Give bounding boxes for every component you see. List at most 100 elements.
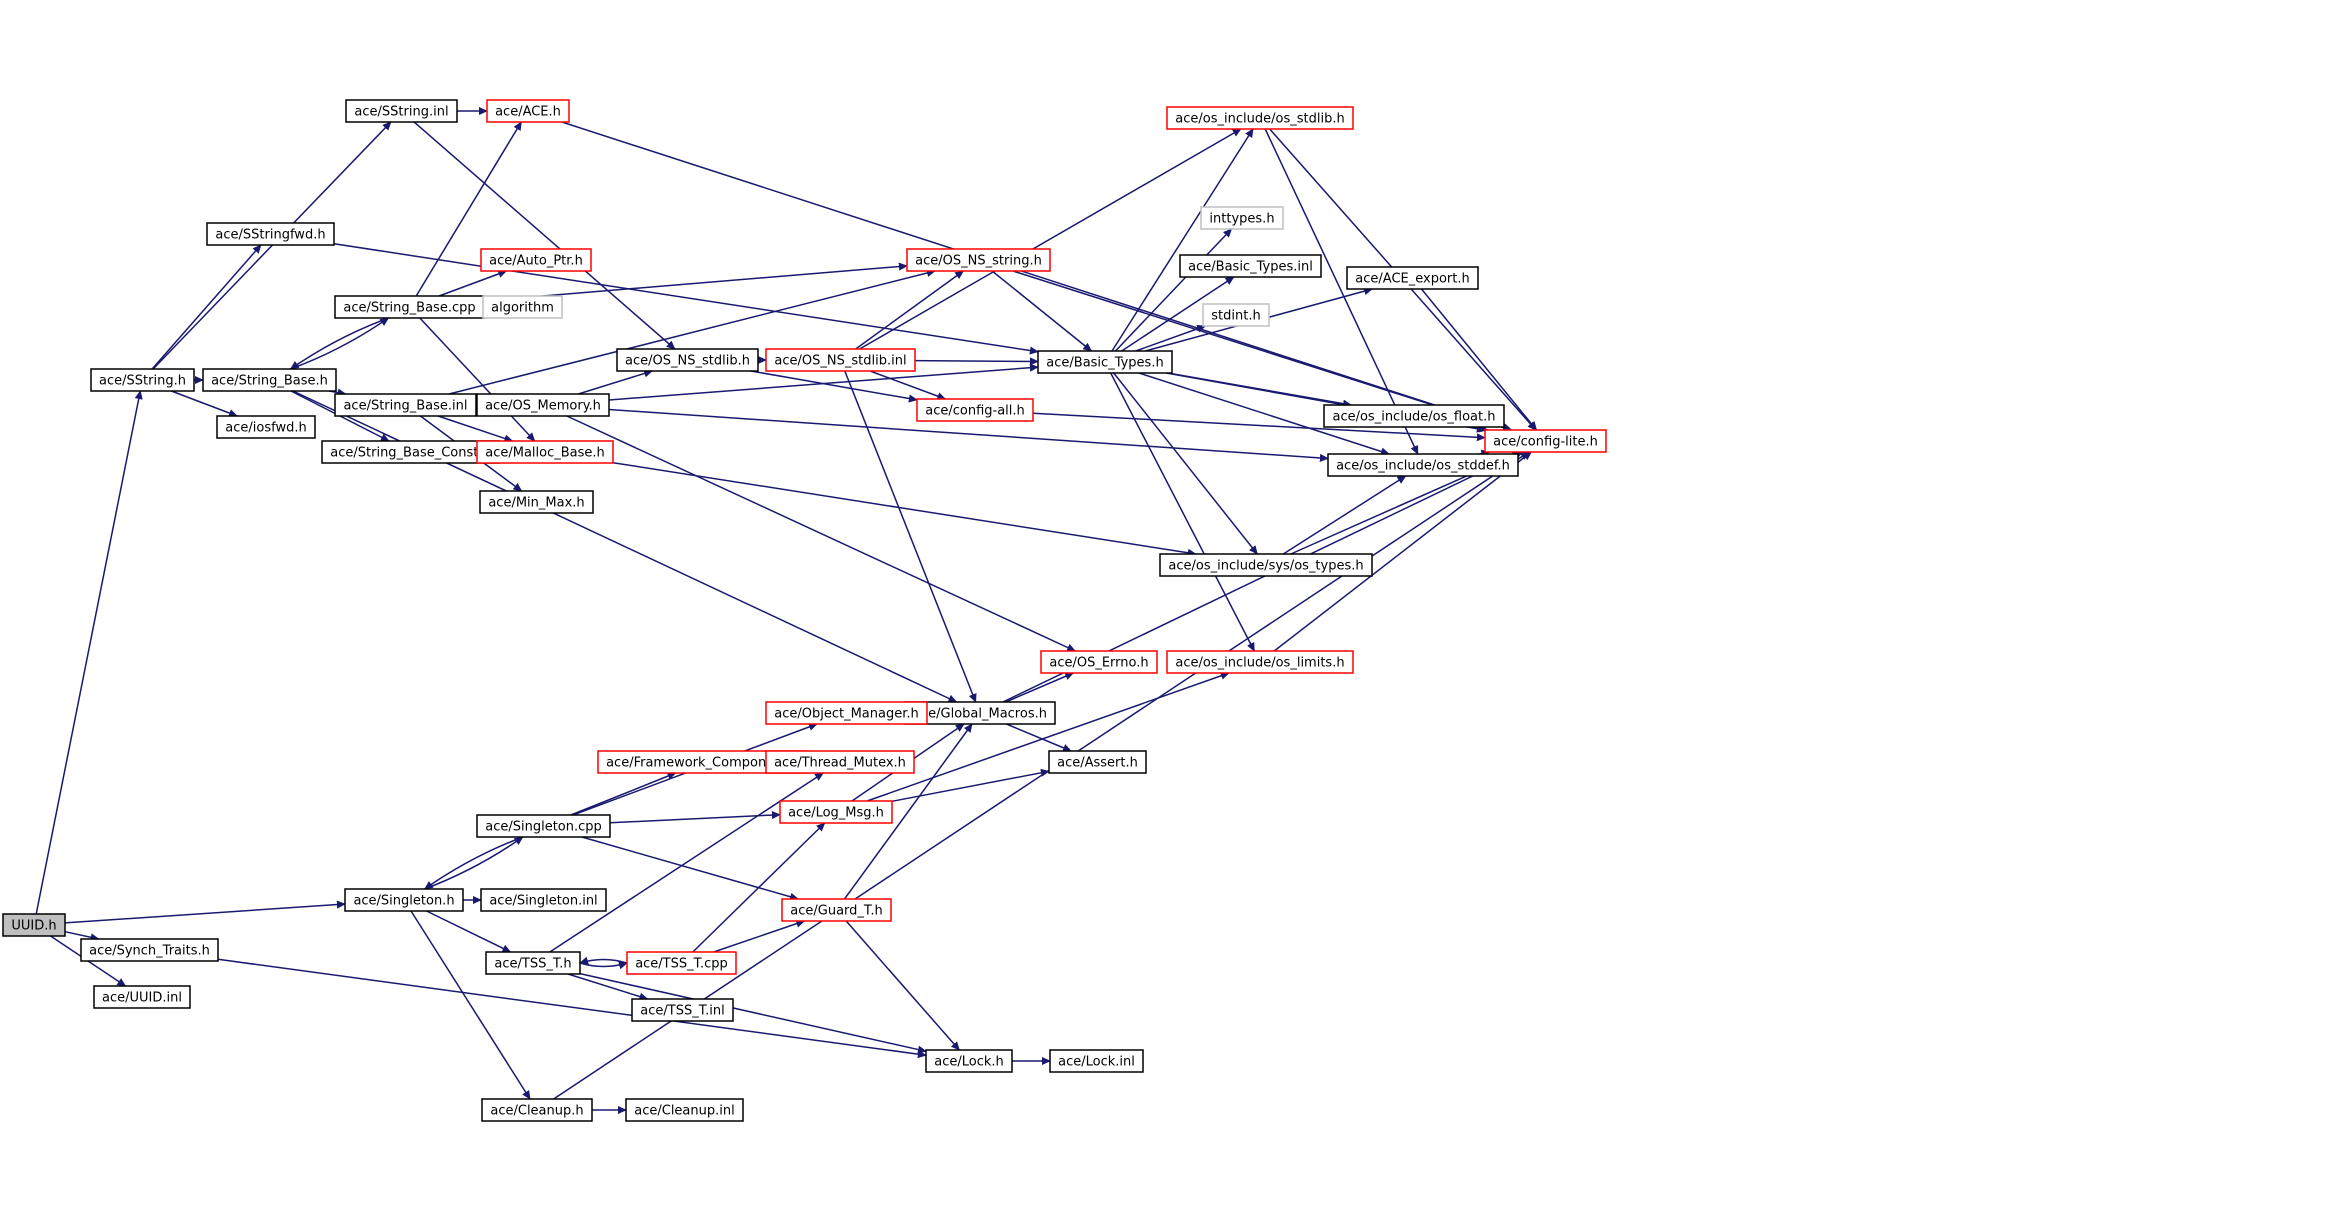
node-uuid-inl[interactable]: ace/UUID.inl [93,985,191,1009]
node-cleanup-h[interactable]: ace/Cleanup.h [481,1098,593,1122]
node-os-limits-h[interactable]: ace/os_include/os_limits.h [1166,650,1354,674]
node-label: ace/config-all.h [925,404,1025,419]
node-min-max-h[interactable]: ace/Min_Max.h [479,490,594,514]
node-ace-h[interactable]: ace/ACE.h [486,99,570,123]
node-label: ace/Log_Msg.h [788,806,884,821]
edge-singleton-cpp-to-framework-component-h [570,772,677,816]
edge-tss-t-h-to-thread-mutex-h [549,772,824,953]
node-singleton-cpp[interactable]: ace/Singleton.cpp [476,814,611,838]
node-string-base-const-h[interactable]: ace/String_Base_Const.h [321,440,500,464]
node-tss-t-cpp[interactable]: ace/TSS_T.cpp [626,951,737,975]
node-label: ace/os_include/os_limits.h [1175,656,1344,671]
node-label: ace/UUID.inl [102,991,182,1006]
node-os-ns-string-h[interactable]: ace/OS_NS_string.h [906,248,1051,272]
node-tss-t-h[interactable]: ace/TSS_T.h [485,951,581,975]
edge-global-macros-h-to-os-errno-h [1005,672,1075,703]
edge-basic-types-h-to-os-types-h [1113,372,1258,555]
node-os-stdlib-h[interactable]: ace/os_include/os_stdlib.h [1166,106,1354,130]
edge-log-msg-h-to-assert-h [891,768,1050,803]
node-malloc-base-h[interactable]: ace/Malloc_Base.h [476,440,614,464]
node-tss-t-inl[interactable]: ace/TSS_T.inl [631,998,734,1022]
node-box [625,1098,744,1122]
node-label: ace/TSS_T.h [494,957,571,972]
node-label: ace/OS_NS_string.h [915,254,1042,269]
node-os-stddef-h[interactable]: ace/os_include/os_stddef.h [1327,453,1519,477]
node-singleton-h[interactable]: ace/Singleton.h [344,888,464,912]
node-config-all-h[interactable]: ace/config-all.h [916,398,1034,422]
node-string-base-inl[interactable]: ace/String_Base.inl [334,393,477,417]
node-box [476,440,614,464]
edge-global-macros-h-to-assert-h [1006,723,1072,752]
node-stdint-h[interactable]: stdint.h [1202,303,1270,327]
node-box [1484,429,1607,453]
node-config-lite-h[interactable]: ace/config-lite.h [1484,429,1607,453]
node-box [906,248,1051,272]
node-box [2,913,66,937]
node-basic-types-h[interactable]: ace/Basic_Types.h [1037,350,1173,374]
node-sstring-h[interactable]: ace/SString.h [90,368,195,392]
node-box [1166,650,1354,674]
node-os-types-h[interactable]: ace/os_include/sys/os_types.h [1159,553,1373,577]
node-box [216,415,316,439]
node-singleton-inl[interactable]: ace/Singleton.inl [480,888,607,912]
node-box [482,295,563,319]
node-box [779,800,893,824]
node-label: ace/Basic_Types.h [1046,356,1163,371]
node-box [334,393,477,417]
edge-string-base-inl-to-malloc-base-h [437,415,514,443]
edge-string-base-h-to-global-macros-h [292,390,958,703]
node-label: algorithm [491,301,554,316]
node-box [631,998,734,1022]
edge-os-ns-stdlib-inl-to-os-stdlib-h [859,128,1242,350]
node-string-base-cpp[interactable]: ace/String_Base.cpp [334,295,485,319]
edge-os-ns-stdlib-inl-to-global-macros-h [844,370,977,703]
edge-uuid-h-to-sstring-h [35,390,143,915]
node-thread-mutex-h[interactable]: ace/Thread_Mutex.h [765,750,915,774]
node-synch-traits-h[interactable]: ace/Synch_Traits.h [80,938,219,962]
node-sstring-inl[interactable]: ace/SString.inl [345,99,458,123]
node-basic-types-inl[interactable]: ace/Basic_Types.inl [1179,254,1322,278]
node-algorithm[interactable]: algorithm [482,295,563,319]
node-ace-export-h[interactable]: ace/ACE_export.h [1346,266,1479,290]
node-string-base-h[interactable]: ace/String_Base.h [202,368,337,392]
node-os-errno-h[interactable]: ace/OS_Errno.h [1040,650,1158,674]
node-lock-inl[interactable]: ace/Lock.inl [1049,1049,1144,1073]
node-box [479,490,594,514]
node-label: ace/OS_NS_stdlib.h [625,354,750,369]
node-guard-t-h[interactable]: ace/Guard_T.h [781,898,892,922]
node-lock-h[interactable]: ace/Lock.h [925,1049,1013,1073]
node-global-macros-h[interactable]: ace/Global_Macros.h [904,701,1056,725]
node-iosfwd-h[interactable]: ace/iosfwd.h [216,415,316,439]
edge-sstring-h-to-iosfwd-h [171,390,238,417]
edge-os-ns-stdlib-inl-to-os-ns-string-h [855,270,965,350]
node-log-msg-h[interactable]: ace/Log_Msg.h [779,800,893,824]
node-label: ace/Cleanup.inl [634,1104,734,1119]
edge-os-ns-string-h-to-config-lite-h [1012,270,1512,432]
edge-uuid-h-to-singleton-h [64,900,346,924]
node-label: ace/TSS_T.cpp [635,957,728,972]
node-assert-h[interactable]: ace/Assert.h [1048,750,1147,774]
node-box [481,1098,593,1122]
edge-singleton-cpp-to-singleton-h [423,836,524,890]
node-label: ace/os_include/os_stdlib.h [1175,112,1344,127]
edge-synch-traits-h-to-lock-h [217,958,927,1059]
node-sstringfwd-h[interactable]: ace/SStringfwd.h [206,222,335,246]
node-label: ace/Guard_T.h [790,904,882,919]
node-os-ns-stdlib-inl[interactable]: ace/OS_NS_stdlib.inl [765,348,916,372]
node-object-manager-h[interactable]: ace/Object_Manager.h [765,701,928,725]
node-os-memory-h[interactable]: ace/OS_Memory.h [476,393,610,417]
node-os-float-h[interactable]: ace/os_include/os_float.h [1323,404,1505,428]
node-uuid-h[interactable]: UUID.h [2,913,66,937]
node-box [480,888,607,912]
edge-tss-t-h-to-tss-t-inl [567,973,649,1001]
node-box [1040,650,1158,674]
node-os-ns-stdlib-h[interactable]: ace/OS_NS_stdlib.h [616,348,759,372]
node-box [916,398,1034,422]
edge-os-ns-stdlib-inl-to-config-all-h [869,370,947,400]
node-cleanup-inl[interactable]: ace/Cleanup.inl [625,1098,744,1122]
edge-basic-types-h-to-os-stdlib-h [1111,128,1254,352]
node-box [345,99,458,123]
edge-string-base-h-to-string-base-cpp [290,317,390,370]
node-inttypes-h[interactable]: inttypes.h [1200,206,1284,230]
node-auto-ptr-h[interactable]: ace/Auto_Ptr.h [480,248,592,272]
